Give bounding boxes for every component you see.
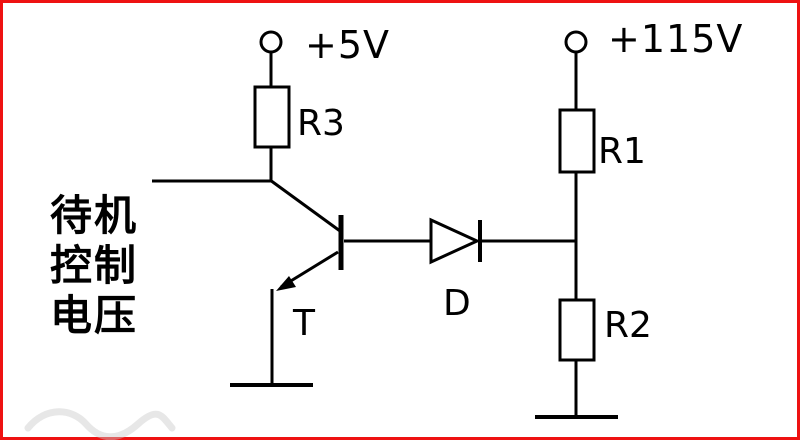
label-r3: R3 [297,103,345,144]
label-r1: R1 [598,131,646,172]
watermark [24,408,176,440]
transistor-emitter-arrow-icon [276,276,296,291]
standby-label-line1: 待机 [50,191,138,240]
resistor-r3-body [253,85,291,149]
label-r2: R2 [604,305,652,346]
supply-label-5v: +5V [305,23,390,67]
wiring-group [152,30,618,419]
terminal-5v-icon [259,30,283,54]
label-diode: D [443,283,471,324]
transistor-collector-lead [269,178,341,233]
standby-label-line3: 电压 [50,291,138,340]
diode-triangle-icon [429,217,481,265]
resistor-r2-body [558,298,596,362]
resistor-r1-body [558,108,596,174]
terminal-115v-icon [564,30,588,54]
supply-label-115v: +115V [608,17,743,61]
label-transistor: T [292,303,316,344]
standby-input-label: 待机 控制 电压 [50,191,138,340]
standby-label-line2: 控制 [50,241,138,290]
